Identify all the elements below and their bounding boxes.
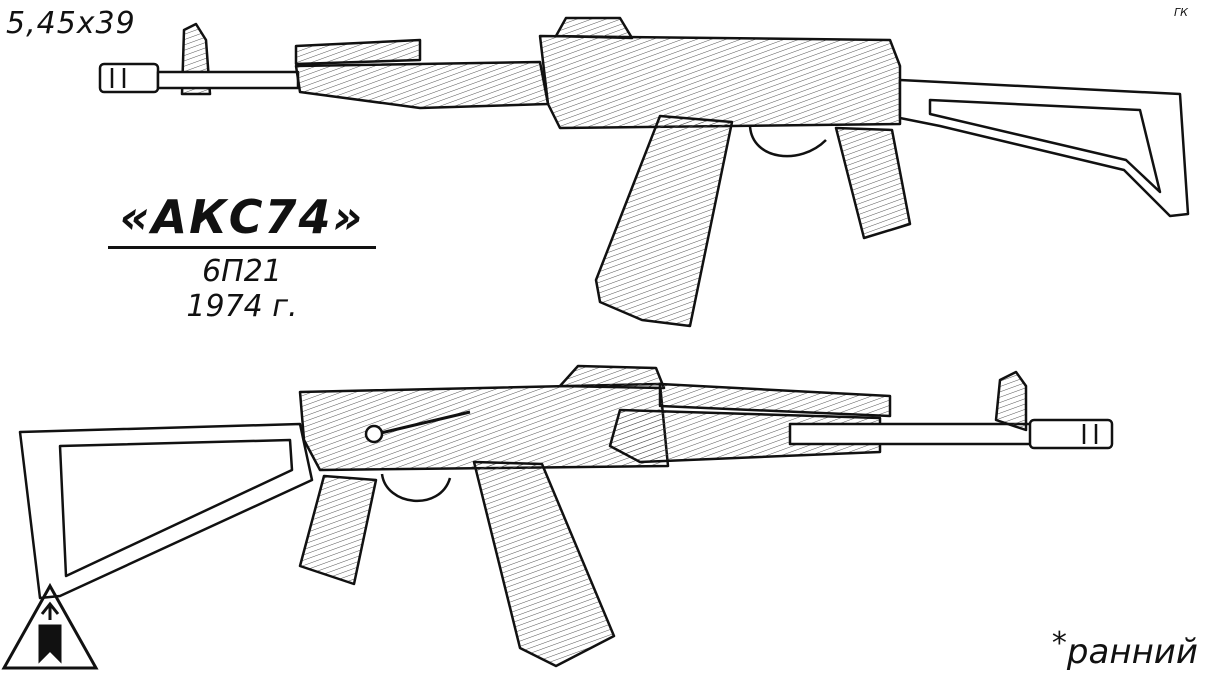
- trigger-guard-lower: [380, 473, 452, 502]
- gru-index: 6П21: [202, 254, 282, 289]
- gas-tube: [294, 38, 422, 66]
- muzzle-brake-lower: [1028, 418, 1114, 450]
- gas-tube-lower: [658, 382, 892, 418]
- caliber-label: 5,45x39: [6, 6, 136, 41]
- lower-handguard: [294, 60, 550, 110]
- selector-pivot: [364, 424, 384, 444]
- note-label: *ранний: [1052, 626, 1198, 672]
- rear-sight: [554, 16, 634, 40]
- barrel: [156, 70, 300, 90]
- trigger-guard: [748, 125, 827, 158]
- muzzle-brake: [98, 62, 160, 94]
- rifle-left-side-view: [18, 364, 1114, 668]
- year-label: 1974 г.: [186, 289, 298, 324]
- note-asterisk: *: [1051, 626, 1067, 661]
- receiver-lower: [298, 382, 670, 472]
- rifle-title: «АКС74»: [119, 190, 365, 244]
- title-underline: [108, 246, 376, 249]
- front-sight-lower: [994, 370, 1028, 432]
- magazine-lower: [472, 460, 616, 668]
- arsenal-logo: [1, 582, 99, 670]
- rifle-right-side-view: [98, 16, 1190, 328]
- magazine: [594, 114, 734, 328]
- title-block: «АКС74» 6П21 1974 г.: [108, 190, 376, 325]
- author-mark: ГК: [1174, 6, 1188, 19]
- pistol-grip: [834, 126, 912, 240]
- barrel-lower: [788, 422, 1042, 446]
- selector-lever: [367, 410, 471, 438]
- pistol-grip-lower: [298, 474, 378, 586]
- rear-sight-lower: [558, 364, 666, 390]
- receiver: [538, 34, 902, 130]
- note-text: ранний: [1066, 632, 1198, 672]
